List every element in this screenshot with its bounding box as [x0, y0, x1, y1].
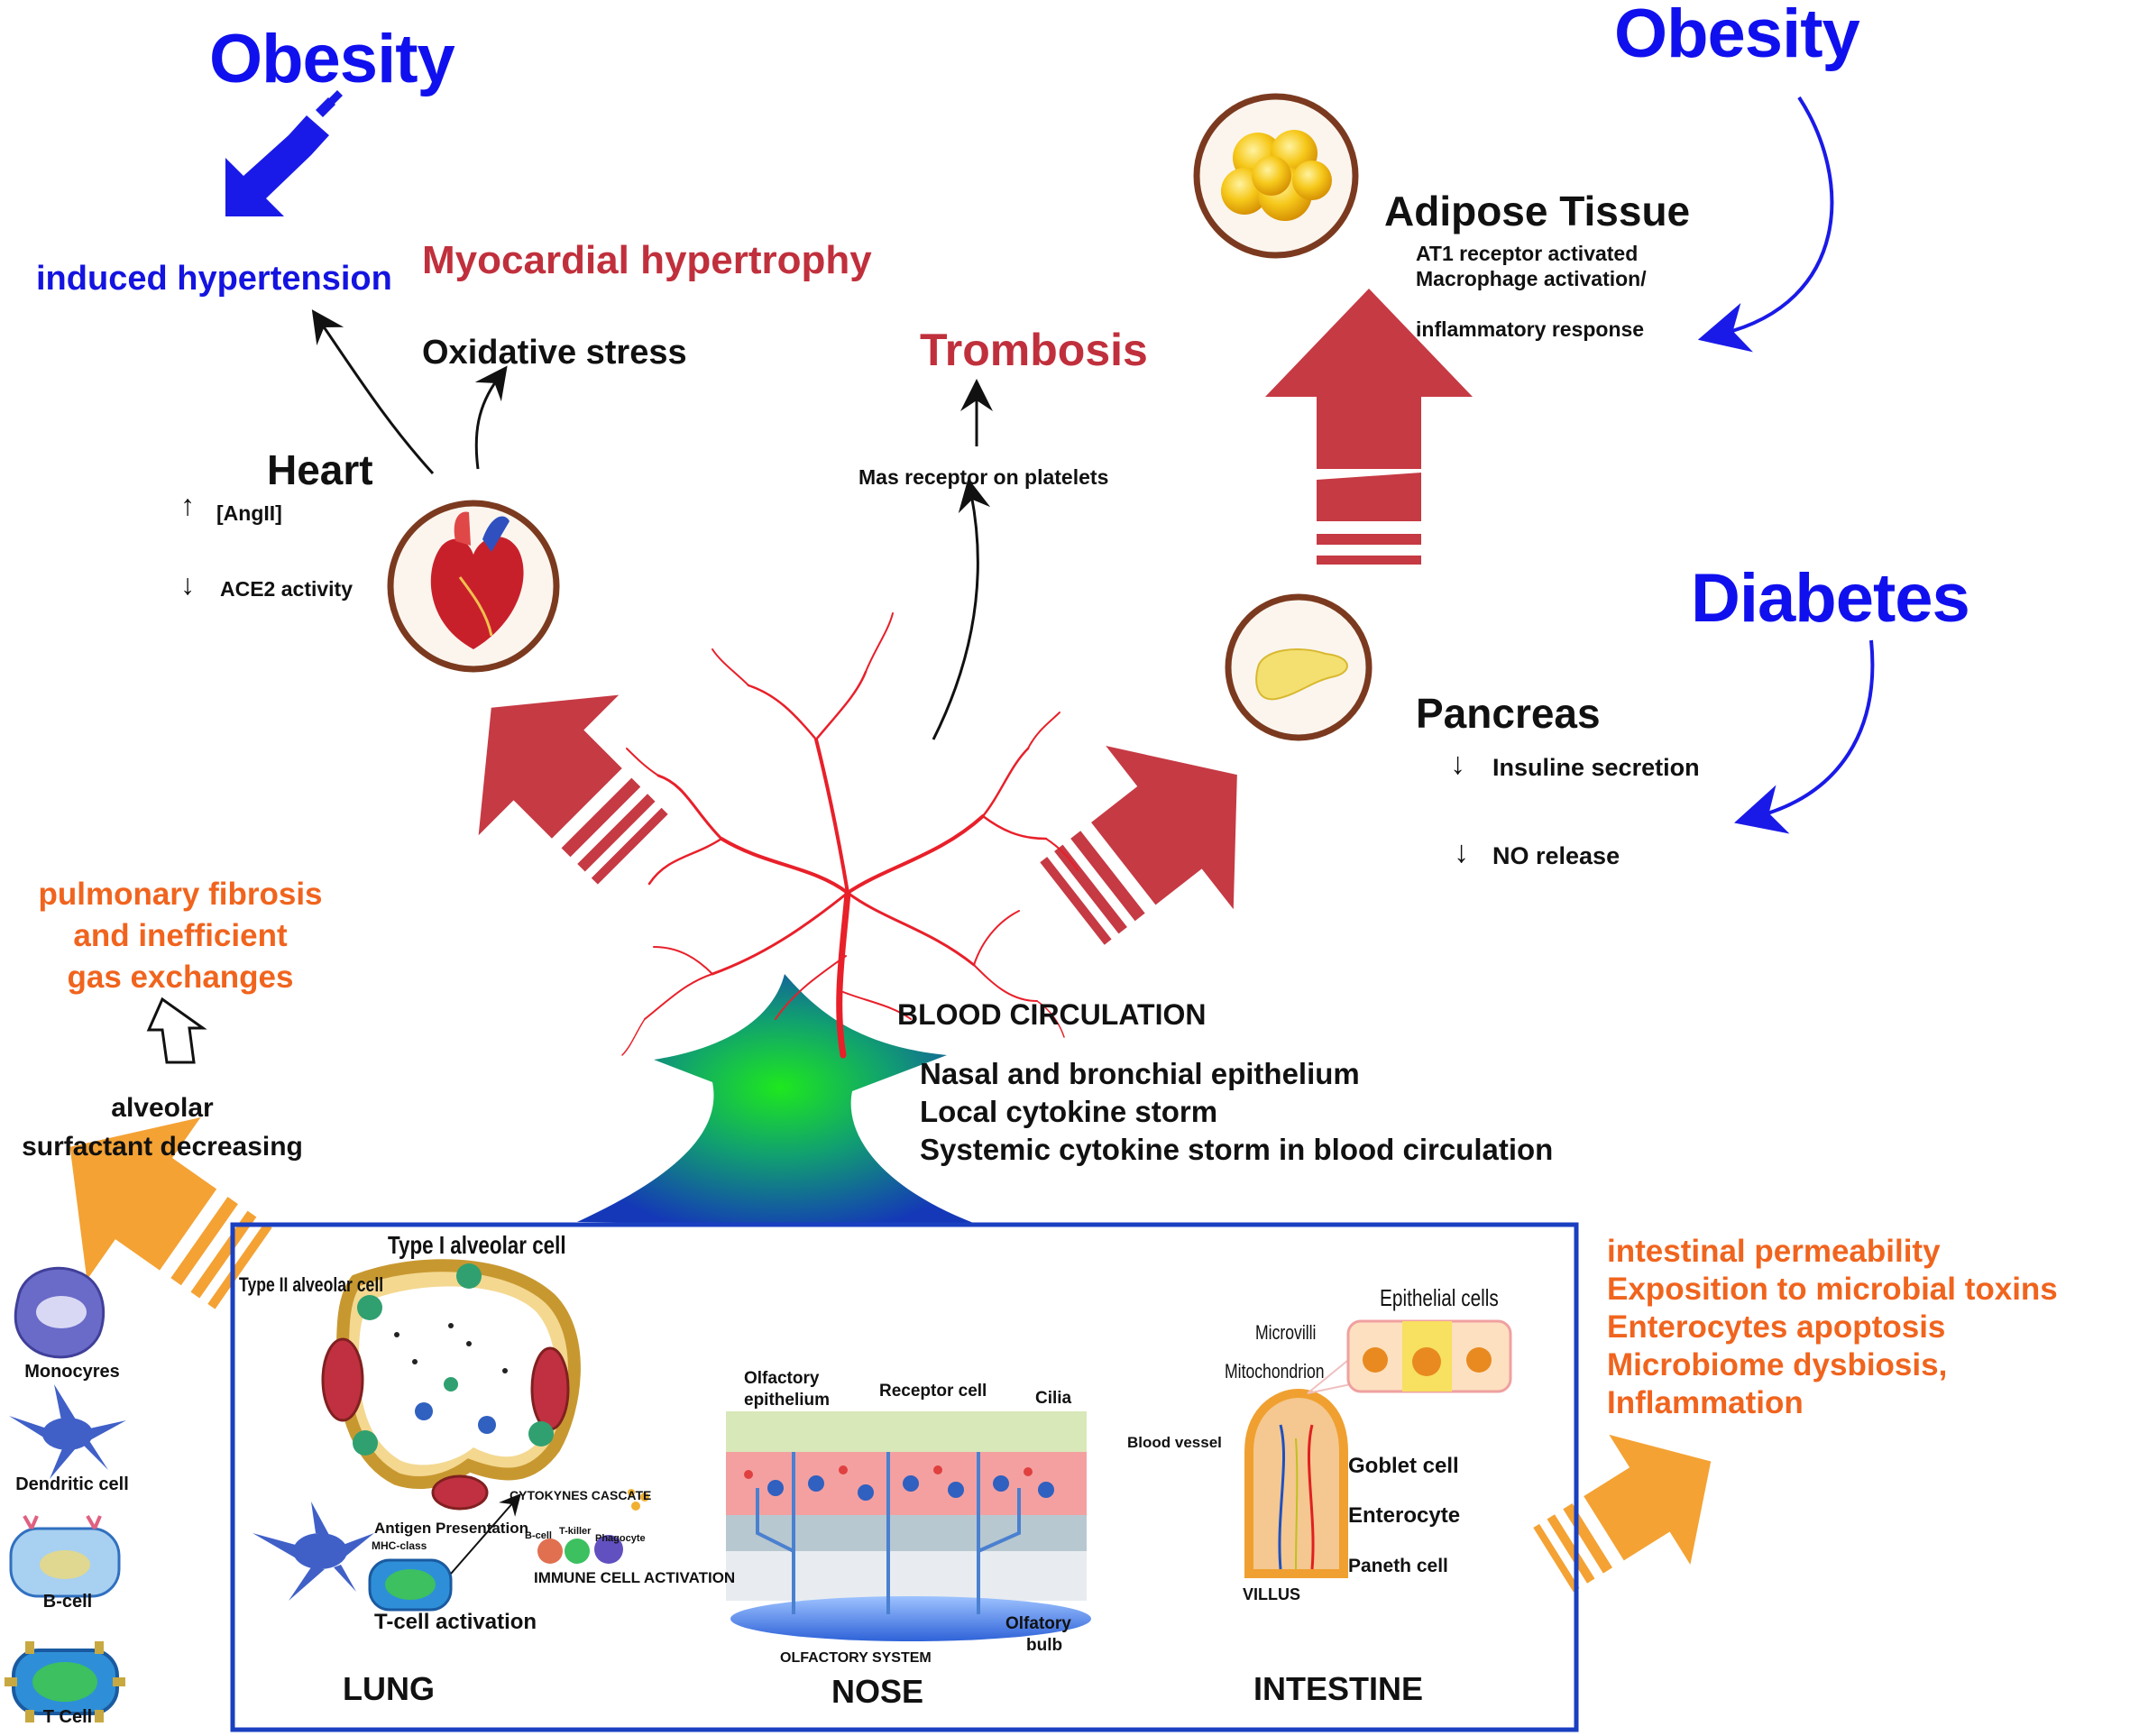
- induced-hypertension-label: induced hypertension: [36, 260, 392, 298]
- no-down-arrow: ↓: [1454, 835, 1469, 869]
- bcell-label: B-cell: [42, 1592, 93, 1612]
- monocytes-label: Monocyres: [24, 1362, 120, 1382]
- adipose-title: Adipose Tissue: [1384, 188, 1691, 234]
- t-cell-illustration: [5, 1641, 125, 1722]
- insuline-label: Insuline secretion: [1492, 754, 1700, 781]
- alveolar-line-2: surfactant decreasing: [22, 1132, 303, 1162]
- monocyte-illustration: [14, 1266, 106, 1359]
- red-arrow-to-pancreas: [1040, 746, 1237, 945]
- obesity-left-label: Obesity: [209, 21, 455, 97]
- adipose-line-2: Macrophage activation/: [1416, 267, 1647, 290]
- mitochondrion-label: Mitochondrion: [1225, 1360, 1325, 1382]
- lung-label: LUNG: [343, 1670, 435, 1707]
- cytokynes-label: CYTOKYNES CASCATE: [510, 1488, 652, 1502]
- no-release-label: NO release: [1492, 842, 1620, 869]
- intestinal-line-5: Inflammation: [1607, 1385, 1804, 1420]
- tcell-label: T Cell: [42, 1707, 93, 1727]
- lung-illustration: [321, 1259, 581, 1511]
- circulation-fountain: [577, 974, 983, 1226]
- oxidative-stress-label: Oxidative stress: [422, 334, 687, 372]
- dendritic-label: Dendritic cell: [15, 1474, 129, 1494]
- diabetes-label: Diabetes: [1691, 560, 1970, 637]
- bulb-line-2: bulb: [1026, 1636, 1063, 1655]
- enterocyte-label: Enterocyte: [1348, 1503, 1461, 1528]
- pancreas-title: Pancreas: [1416, 690, 1601, 737]
- adipose-illustration: [1193, 93, 1359, 259]
- intestinal-line-1: intestinal permeability: [1607, 1234, 1941, 1269]
- heart-title: Heart: [267, 446, 373, 493]
- ace2-down-arrow: ↓: [180, 568, 195, 601]
- cytokine-cascade-arrow: [450, 1493, 521, 1575]
- blood-vessel-label: Blood vessel: [1127, 1434, 1222, 1451]
- mas-receptor-label: Mas receptor on platelets: [858, 465, 1109, 489]
- pulmonary-line-1: pulmonary fibrosis: [38, 877, 323, 912]
- olfactory-epithelium-line-1: Olfactory: [744, 1369, 820, 1388]
- orange-arrow-to-intestinal: [1533, 1434, 1712, 1593]
- intestinal-line-4: Microbiome dysbiosis,: [1607, 1347, 1948, 1382]
- pulmonary-line-2: and inefficient: [73, 918, 288, 953]
- receptor-cell-label: Receptor cell: [879, 1382, 987, 1401]
- cilia-label: Cilia: [1035, 1389, 1072, 1408]
- paneth-label: Paneth cell: [1348, 1556, 1448, 1576]
- bulb-line-1: Olfatory: [1005, 1614, 1071, 1633]
- blood-vessel-tree: [621, 612, 1079, 1059]
- epithelium-line-3: Systemic cytokine storm in blood circula…: [920, 1133, 1554, 1166]
- trombosis-label: Trombosis: [920, 325, 1148, 375]
- epithelium-line-1: Nasal and bronchial epithelium: [920, 1057, 1360, 1090]
- mhc-label: MHC-class: [372, 1539, 427, 1552]
- obesity-left-arrow: [225, 90, 343, 216]
- type2-label: Type II alveolar cell: [239, 1273, 384, 1296]
- epithelial-cells-label: Epithelial cells: [1380, 1284, 1499, 1311]
- alveolar-line-1: alveolar: [111, 1093, 214, 1123]
- obesity-right-curve: [1697, 96, 1834, 353]
- organs-box: [230, 1222, 1579, 1732]
- pulmonary-line-3: gas exchanges: [67, 960, 294, 995]
- tcell-activation-label: T-cell activation: [374, 1610, 537, 1634]
- heart-to-oxidative-arrow: [474, 365, 508, 470]
- pancreas-illustration: [1225, 593, 1373, 741]
- epithelium-line-2: Local cytokine storm: [920, 1095, 1218, 1128]
- nose-label: NOSE: [831, 1673, 924, 1710]
- heart-illustration: [387, 500, 560, 673]
- vessels-to-mas-arrow: [932, 478, 991, 740]
- nose-illustration: [726, 1411, 1091, 1641]
- blood-circulation-label: BLOOD CIRCULATION: [897, 998, 1207, 1031]
- type1-label: Type I alveolar cell: [388, 1231, 566, 1259]
- microvilli-label: Microvilli: [1255, 1321, 1317, 1344]
- intestinal-line-2: Exposition to microbial toxins: [1607, 1272, 2058, 1307]
- lung-dendritic-cell: [252, 1502, 374, 1601]
- adipose-line-3: inflammatory response: [1416, 317, 1645, 341]
- intestine-illustration: [1244, 1319, 1512, 1578]
- angii-label: [AngII]: [216, 501, 282, 525]
- villus-label: VILLUS: [1243, 1585, 1301, 1603]
- obesity-right-label: Obesity: [1614, 0, 1860, 72]
- intestinal-line-3: Enterocytes apoptosis: [1607, 1309, 1946, 1345]
- insuline-down-arrow: ↓: [1450, 747, 1465, 781]
- intestine-label: INTESTINE: [1253, 1670, 1424, 1707]
- adipose-line-1: AT1 receptor activated: [1416, 242, 1639, 265]
- orange-arrow-to-alveolar: [69, 1117, 272, 1309]
- b-cell-illustration: [9, 1515, 121, 1598]
- lung-bcell-label: B-cell: [525, 1530, 552, 1541]
- olfactory-epithelium-line-2: epithelium: [744, 1391, 831, 1410]
- heart-to-hypertension-arrow: [311, 309, 435, 475]
- olfactory-system-label: OLFACTORY SYSTEM: [780, 1650, 932, 1666]
- lung-t-cell: [368, 1558, 453, 1612]
- lung-phagocyte-label: Phagocyte: [595, 1533, 646, 1544]
- immune-activation-cells: [537, 1489, 649, 1564]
- angii-up-arrow: ↑: [180, 489, 195, 521]
- lung-tkiller-label: T-killer: [559, 1526, 592, 1537]
- diabetes-curve: [1734, 639, 1875, 834]
- myocardial-hypertrophy-label: Myocardial hypertrophy: [422, 238, 872, 282]
- red-arrow-to-adipose: [1265, 289, 1473, 565]
- red-arrow-to-heart: [478, 694, 668, 885]
- alveolar-up-arrow: [146, 997, 207, 1064]
- goblet-label: Goblet cell: [1348, 1454, 1459, 1478]
- immune-activation-label: IMMUNE CELL ACTIVATION: [534, 1569, 736, 1586]
- ace2-label: ACE2 activity: [220, 577, 353, 601]
- antigen-label: Antigen Presentation: [374, 1520, 528, 1537]
- dendritic-cell-illustration: [9, 1384, 126, 1479]
